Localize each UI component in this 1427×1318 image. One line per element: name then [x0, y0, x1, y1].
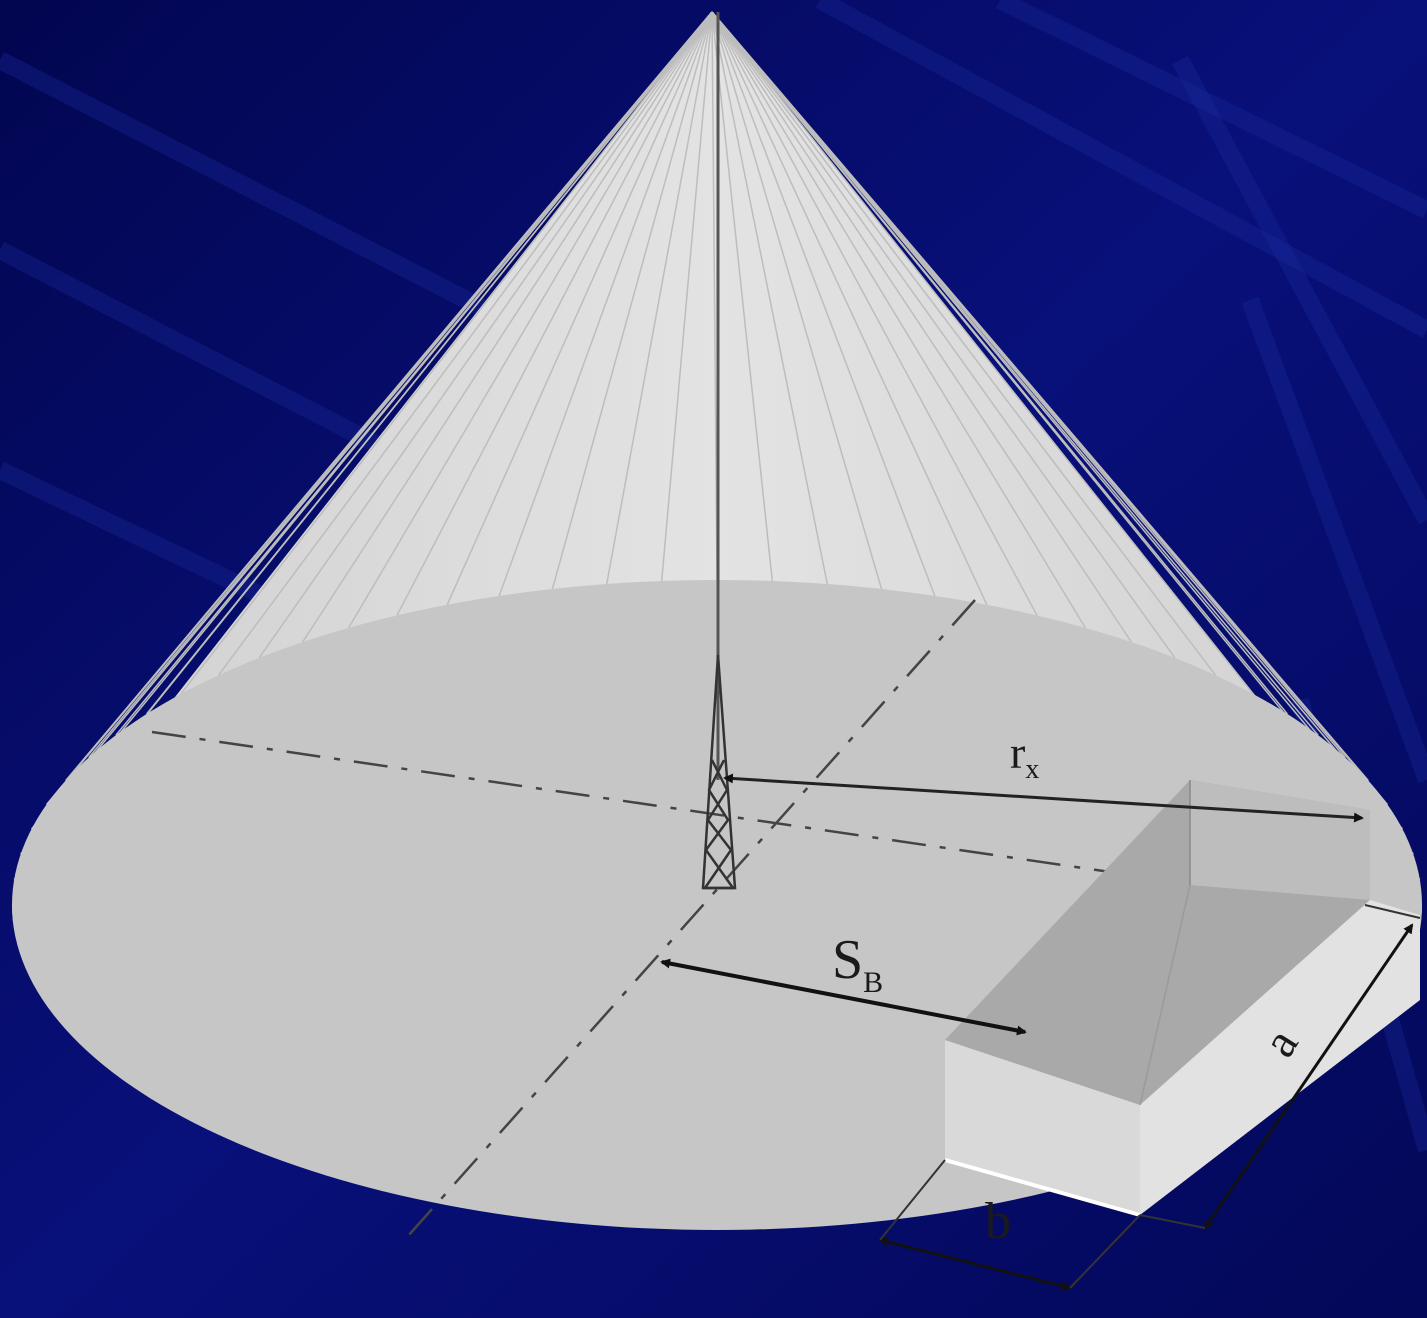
cone-generator-line [711, 11, 829, 585]
cone-generator-line [711, 11, 1176, 659]
cone-generator-line [711, 11, 1414, 855]
sb-label: SB [832, 929, 883, 999]
cone-generator-line [711, 11, 774, 582]
cone-generator-line [446, 11, 713, 606]
cone-generator-line [711, 11, 988, 606]
cone-generator-line [146, 11, 713, 715]
cone-generator-lines [13, 11, 1421, 880]
cone-generator-line [711, 11, 1217, 676]
cone-generator-line [180, 11, 713, 695]
box-front-face [945, 1040, 1140, 1215]
cone-generator-line [711, 11, 718, 581]
cone-generator-line [115, 11, 713, 736]
b-dimension-line [878, 1237, 1072, 1291]
cone-generator-line [396, 11, 713, 616]
cone-generator-line [711, 11, 1404, 830]
b-label: b [985, 1193, 1011, 1250]
rx-label: rx [1010, 727, 1039, 785]
cone-generator-line [301, 11, 713, 643]
cone-generator-line [711, 11, 1133, 643]
dimension-extension-lines [879, 904, 1421, 1289]
cone-generator-line [347, 11, 713, 629]
sb-dimension-line [660, 958, 1027, 1036]
axis-line-diagonal [399, 599, 976, 1246]
cone-generator-line [660, 11, 713, 582]
cone-generator-line [711, 11, 1087, 629]
cone-generator-line [217, 11, 713, 676]
cone-generator-line [711, 11, 936, 597]
cone-generator-line [88, 11, 713, 758]
cone-generator-line [711, 11, 1038, 616]
cone-generator-line [711, 11, 883, 590]
rx-dimension-line [723, 773, 1364, 823]
a-dimension-line [1203, 923, 1414, 1230]
cone-generator-line [498, 11, 713, 597]
cone-generator-line [605, 11, 713, 585]
cone-generator-line [258, 11, 713, 659]
cone-generator-line [711, 11, 1254, 695]
cone-generator-line [551, 11, 713, 590]
